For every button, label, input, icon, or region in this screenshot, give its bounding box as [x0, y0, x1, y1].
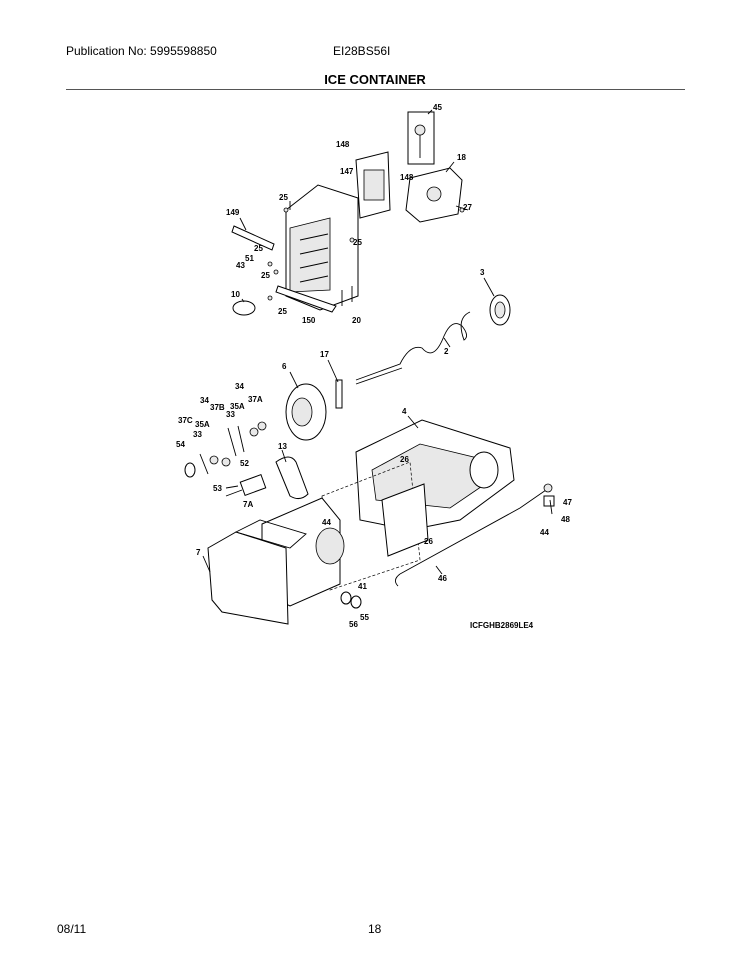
drawing-code: ICFGHB2869LE4: [470, 621, 534, 630]
callout-17: 17: [320, 350, 329, 359]
footer-date: 08/11: [57, 922, 87, 936]
callout-labels: 45 148 147 148 18 25 27 149 25 25 43 51 …: [176, 103, 572, 629]
callout-10: 10: [231, 290, 240, 299]
callout-25: 25: [279, 193, 288, 202]
callout-37B: 37B: [210, 403, 225, 412]
footer-page-number: 18: [368, 922, 382, 936]
callout-45: 45: [433, 103, 442, 112]
callout-35A: 35A: [230, 402, 245, 411]
callout-2: 2: [444, 347, 449, 356]
callout-34: 34: [200, 396, 209, 405]
callout-44: 44: [322, 518, 331, 527]
model-number: EI28BS56I: [333, 44, 391, 58]
callout-25: 25: [261, 271, 270, 280]
ice-container-drawing: [184, 379, 555, 625]
callout-6: 6: [282, 362, 287, 371]
callout-25: 25: [278, 307, 287, 316]
callout-54: 54: [176, 440, 185, 449]
callout-3: 3: [480, 268, 485, 277]
callout-148: 148: [400, 173, 414, 182]
callout-13: 13: [278, 442, 287, 451]
callout-46: 46: [438, 574, 447, 583]
callout-7A: 7A: [243, 500, 253, 509]
callout-150: 150: [302, 316, 316, 325]
callout-20: 20: [352, 316, 361, 325]
callout-41: 41: [358, 582, 367, 591]
callout-44: 44: [540, 528, 549, 537]
callout-37C: 37C: [178, 416, 193, 425]
callout-147: 147: [340, 167, 354, 176]
callout-18: 18: [457, 153, 466, 162]
callout-55: 55: [360, 613, 369, 622]
callout-149: 149: [226, 208, 240, 217]
ice-maker-drawing: [231, 111, 511, 385]
callout-47: 47: [563, 498, 572, 507]
callout-53: 53: [213, 484, 222, 493]
callout-52: 52: [240, 459, 249, 468]
callout-7: 7: [196, 548, 201, 557]
callout-43: 43: [236, 261, 245, 270]
callout-27: 27: [463, 203, 472, 212]
publication-number: Publication No: 5995598850: [66, 44, 217, 58]
page-title: ICE CONTAINER: [324, 72, 426, 87]
header-divider: [66, 89, 685, 90]
leader-lines: [202, 109, 553, 575]
callout-4: 4: [402, 407, 407, 416]
callout-33: 33: [193, 430, 202, 439]
callout-34: 34: [235, 382, 244, 391]
callout-37A: 37A: [248, 395, 263, 404]
callout-56: 56: [349, 620, 358, 629]
callout-26: 26: [400, 455, 409, 464]
callout-25: 25: [353, 238, 362, 247]
callout-51: 51: [245, 254, 254, 263]
callout-48: 48: [561, 515, 570, 524]
callout-26: 26: [424, 537, 433, 546]
callout-33: 33: [226, 410, 235, 419]
callout-148: 148: [336, 140, 350, 149]
callout-25: 25: [254, 244, 263, 253]
callout-35A: 35A: [195, 420, 210, 429]
